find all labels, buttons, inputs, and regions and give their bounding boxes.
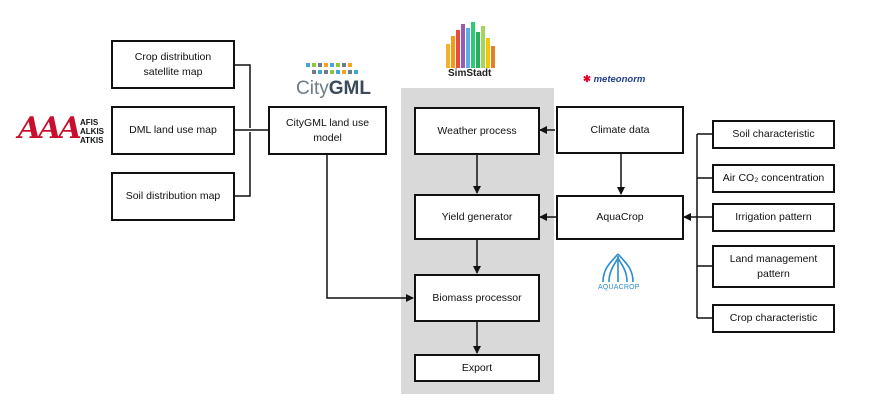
aquacrop-label: AquaCrop: [596, 211, 644, 223]
dml-land-use-map-box: DML land use map: [111, 106, 235, 155]
citygml-logo-text: CityGML: [296, 78, 371, 100]
aquacrop-box: AquaCrop: [556, 195, 684, 240]
weather-process-box: Weather process: [414, 107, 540, 155]
aaa-atkis-label: ATKIS: [80, 136, 104, 145]
aquacrop-plant-icon: [602, 253, 634, 283]
soil-distribution-map-box: Soil distribution map: [111, 172, 235, 221]
yield-generator-box: Yield generator: [414, 194, 540, 240]
aaa-logo-letters: AAA: [18, 111, 82, 146]
connector-soil-map: [235, 132, 251, 197]
crop-characteristic-box: Crop characteristic: [712, 304, 835, 333]
simstadt-logo-text: SimStadt: [448, 68, 492, 79]
air-co2-concentration-label: Air CO₂ concentration: [722, 172, 825, 184]
aquacrop-logo-text: AQUACROP: [598, 284, 640, 291]
arrow-citygml-to-biomass: [326, 154, 414, 302]
meteonorm-logo: ✱ meteonorm: [583, 74, 655, 88]
weather-process-label: Weather process: [437, 124, 517, 137]
biomass-processor-label: Biomass processor: [432, 291, 522, 304]
soil-characteristic-label: Soil characteristic: [732, 128, 815, 140]
yield-generator-label: Yield generator: [441, 210, 513, 223]
simstadt-bars-icon: [446, 22, 495, 68]
citygml-land-use-model-box: CityGML land use model: [268, 106, 387, 155]
crop-characteristic-label: Crop characteristic: [729, 312, 818, 324]
citygml-logo: CityGML: [294, 62, 390, 102]
connector-crop-map: [235, 64, 251, 128]
soil-characteristic-box: Soil characteristic: [712, 120, 835, 149]
land-management-pattern-label: Land management pattern: [729, 252, 818, 280]
aaa-logo: AAA AFIS ALKIS ATKIS: [18, 112, 110, 152]
meteonorm-logo-text: meteonorm: [593, 74, 646, 85]
climate-data-label: Climate data: [590, 123, 650, 136]
meteonorm-star-icon: ✱: [583, 74, 591, 85]
export-box: Export: [414, 354, 540, 382]
crop-distribution-map-label: Crop distribution satellite map: [134, 50, 212, 78]
irrigation-pattern-box: Irrigation pattern: [712, 203, 835, 232]
climate-data-box: Climate data: [556, 106, 684, 154]
simstadt-logo: SimStadt: [440, 22, 506, 82]
export-label: Export: [461, 361, 493, 374]
citygml-suffix: GML: [328, 78, 371, 99]
aaa-alkis-label: ALKIS: [80, 127, 104, 136]
citygml-prefix: City: [296, 78, 329, 99]
crop-distribution-map-box: Crop distribution satellite map: [111, 40, 235, 89]
aaa-logo-words: AFIS ALKIS ATKIS: [80, 118, 104, 145]
irrigation-pattern-label: Irrigation pattern: [735, 211, 812, 223]
soil-distribution-map-label: Soil distribution map: [125, 190, 221, 202]
air-co2-concentration-box: Air CO₂ concentration: [712, 164, 835, 193]
citygml-land-use-model-label: CityGML land use model: [285, 116, 370, 144]
land-management-pattern-box: Land management pattern: [712, 245, 835, 288]
aquacrop-logo: AQUACROP: [593, 250, 643, 298]
aaa-afis-label: AFIS: [80, 118, 99, 127]
dml-land-use-map-label: DML land use map: [129, 124, 217, 136]
biomass-processor-box: Biomass processor: [414, 274, 540, 322]
citygml-squares-icon: [306, 63, 358, 74]
